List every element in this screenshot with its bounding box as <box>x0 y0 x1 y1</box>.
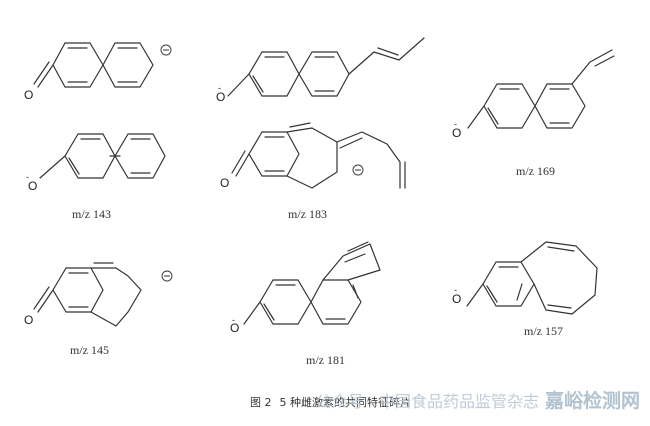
oxygen-label: O <box>28 179 37 193</box>
minus-sign: - <box>232 315 235 325</box>
structure-145-dihydro: O <box>24 262 173 327</box>
structure-143-naphthoxide: O - <box>26 133 166 193</box>
oxygen-label: O <box>230 321 239 335</box>
oxygen-label: O <box>24 88 33 102</box>
mz-181-label: m/z 181 <box>306 353 345 367</box>
caption-text: 5 种雌激素的共同特征碎片 <box>279 396 412 409</box>
oxygen-label: O <box>452 292 461 306</box>
mz-183-label: m/z 183 <box>288 207 327 221</box>
mz-145-label: m/z 145 <box>70 343 109 357</box>
oxygen-label: O <box>452 126 461 140</box>
structure-169-vinyl: O - <box>452 49 615 140</box>
oxygen-label: O <box>220 176 229 190</box>
minus-sign: - <box>454 285 457 295</box>
mz-169-label: m/z 169 <box>516 164 555 178</box>
structure-183-allylidene: O <box>220 122 406 190</box>
structure-181-cyclopenta: O - <box>230 241 381 335</box>
watermark-text: 公众号 · 中国食品药品监管杂志 <box>315 392 539 411</box>
minus-sign: - <box>218 83 221 93</box>
minus-sign: - <box>454 119 457 129</box>
structure-157-cycloheptene: O - <box>452 241 598 315</box>
oxygen-label: O <box>24 313 33 327</box>
watermark: 公众号 · 中国食品药品监管杂志嘉峪检测网 <box>316 386 640 413</box>
watermark-site: 嘉峪检测网 <box>544 390 640 412</box>
structure-143-quinoid: O <box>24 42 172 102</box>
mz-157-label: m/z 157 <box>524 324 563 338</box>
minus-sign: - <box>26 172 29 182</box>
oxygen-label: O <box>216 90 225 104</box>
mz-143-label: m/z 143 <box>72 207 111 221</box>
caption-number: 图 2 <box>250 396 272 409</box>
figure-caption: 图 2 5 种雌激素的共同特征碎片 <box>250 394 419 410</box>
structure-183-propenyl: O - <box>216 37 425 104</box>
